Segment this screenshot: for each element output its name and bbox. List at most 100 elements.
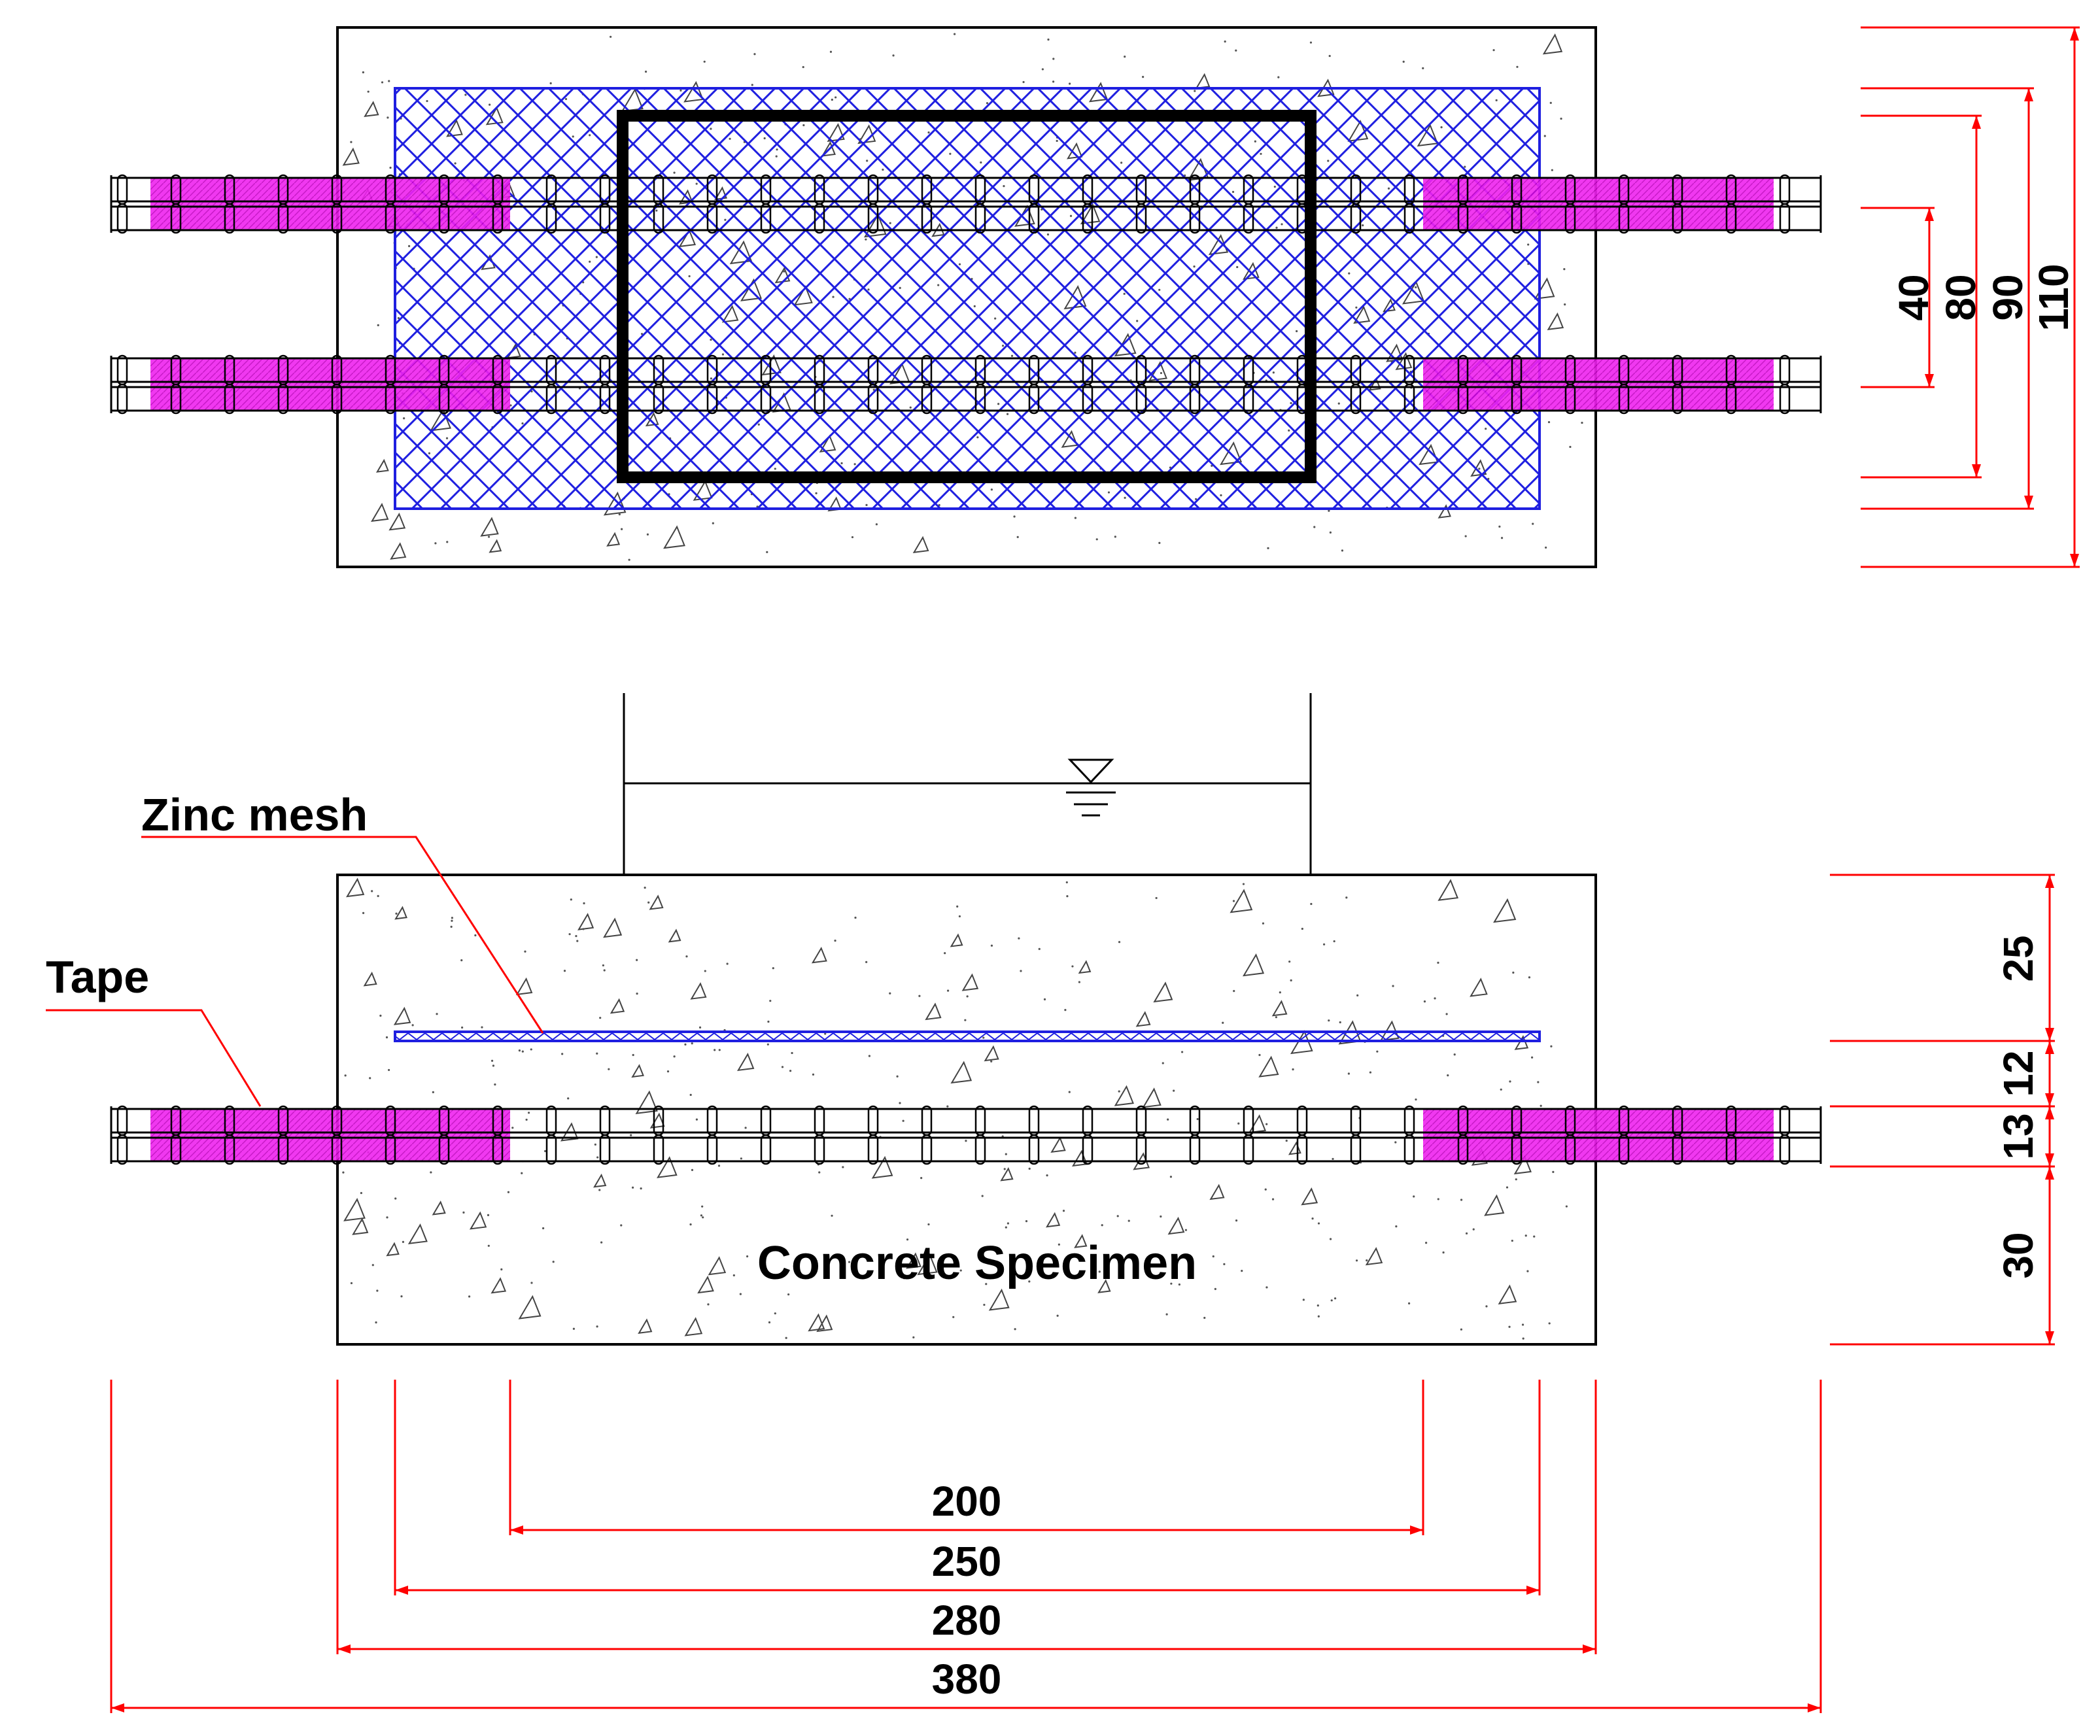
aggregate-mark <box>388 513 406 531</box>
rebar-rib <box>599 383 611 415</box>
aggregate-dot <box>1038 947 1041 950</box>
aggregate-mark <box>1437 879 1459 901</box>
aggregate-dot <box>1264 1188 1267 1191</box>
aggregate-dot <box>474 934 477 937</box>
aggregate-dot <box>744 1127 747 1129</box>
section-dim-25: 25 <box>1995 935 2042 981</box>
aggregate-dot <box>1052 58 1055 60</box>
rebar-rib <box>116 354 128 386</box>
aggregate-mark <box>808 1313 825 1332</box>
aggregate-dot <box>561 1053 564 1055</box>
aggregate-mark <box>343 1197 366 1221</box>
aggregate-mark <box>1258 1055 1279 1078</box>
aggregate-dot <box>1116 1215 1119 1217</box>
aggregate-dot <box>956 905 959 908</box>
water-level-icon <box>1066 758 1116 817</box>
aggregate-dot <box>570 898 572 901</box>
rebar-rib <box>1672 383 1683 415</box>
aggregate-dot <box>1301 927 1303 930</box>
aggregate-mark <box>1114 1085 1134 1106</box>
aggregate-dot <box>1369 1071 1372 1074</box>
aggregate-dot <box>958 915 961 918</box>
aggregate-dot <box>1235 1219 1238 1222</box>
zinc-mesh-label: Zinc mesh <box>141 789 368 840</box>
aggregate-dot <box>1564 303 1566 306</box>
rebar-rib <box>116 174 128 205</box>
section-horizontal-arrows <box>111 1525 1821 1712</box>
aggregate-dot <box>596 1325 598 1328</box>
aggregate-dot <box>766 551 768 553</box>
rebar-rib <box>1457 1134 1469 1165</box>
aggregate-dot <box>1548 1322 1551 1325</box>
aggregate-dot <box>1058 1243 1060 1246</box>
aggregate-dot <box>1485 1305 1488 1308</box>
aggregate-dot <box>1437 1198 1439 1200</box>
aggregate-dot <box>1345 896 1348 899</box>
aggregate-dot <box>511 1127 514 1129</box>
aggregate-dot <box>1500 537 1504 539</box>
aggregate-mark <box>342 147 360 166</box>
aggregate-dot <box>896 1075 899 1078</box>
aggregate-dot <box>395 912 398 915</box>
aggregate-dot <box>1563 267 1566 271</box>
aggregate-mark <box>961 973 979 991</box>
aggregate-dot <box>525 1118 528 1121</box>
aggregate-dot <box>1242 883 1245 885</box>
section-dim-12: 12 <box>1995 1050 2042 1097</box>
aggregate-dot <box>1333 940 1335 943</box>
aggregate-dot <box>1290 979 1292 981</box>
aggregate-dot <box>1508 1325 1511 1328</box>
aggregate-mark <box>912 536 929 553</box>
aggregate-dot <box>718 1049 721 1051</box>
rebar-rib <box>867 203 879 234</box>
aggregate-dot <box>1550 1045 1553 1047</box>
section-zinc-mesh <box>394 1030 1541 1042</box>
aggregate-mark <box>371 503 389 522</box>
rebar-rib <box>1135 203 1147 234</box>
aggregate-mark <box>1542 33 1563 55</box>
aggregate-dot <box>361 1219 364 1222</box>
rebar-rib <box>1779 1134 1791 1165</box>
aggregate-dot <box>1402 60 1405 63</box>
aggregate-dot <box>1212 1255 1214 1258</box>
aggregate-dot <box>1142 76 1145 78</box>
aggregate-dot <box>621 528 623 530</box>
rebar-rib <box>814 203 825 234</box>
aggregate-dot <box>628 558 630 561</box>
aggregate-dot <box>521 1172 523 1174</box>
aggregate-mark <box>515 977 533 996</box>
aggregate-dot <box>1196 1117 1199 1121</box>
aggregate-dot <box>610 35 612 38</box>
aggregate-dot <box>1422 67 1424 70</box>
rebar-rib <box>1350 383 1362 415</box>
aggregate-dot <box>1413 1195 1415 1198</box>
rebar-rib <box>867 383 879 415</box>
aggregate-dot <box>350 1282 353 1285</box>
water-reservoir <box>623 693 1312 875</box>
rebar-rib <box>1189 1134 1201 1165</box>
aggregate-dot <box>430 1171 432 1174</box>
aggregate-mark <box>1050 1136 1066 1153</box>
aggregate-dot <box>491 1059 494 1062</box>
specimen-label: Concrete Specimen <box>757 1237 1197 1289</box>
aggregate-dot <box>785 1336 787 1339</box>
rebar-rib <box>545 203 557 234</box>
aggregate-mark <box>1074 1234 1088 1248</box>
rebar-rib <box>1350 203 1362 234</box>
rebar-rib <box>921 383 933 415</box>
aggregate-dot <box>1460 1328 1463 1331</box>
aggregate-mark <box>811 946 827 964</box>
aggregate-dot <box>1506 1186 1509 1189</box>
rebar-rib <box>116 1134 128 1165</box>
rebar-rib <box>1779 354 1791 386</box>
aggregate-dot <box>379 1014 382 1017</box>
rebar-rib <box>1725 1134 1737 1165</box>
aggregate-dot <box>1366 1259 1368 1262</box>
aggregate-dot <box>500 1268 503 1270</box>
aggregate-dot <box>772 967 774 970</box>
rebar-rib <box>331 383 343 415</box>
aggregate-dot <box>1066 895 1069 898</box>
aggregate-mark <box>984 1045 999 1062</box>
aggregate-dot <box>376 1289 379 1292</box>
rebar-rib <box>1725 203 1737 234</box>
